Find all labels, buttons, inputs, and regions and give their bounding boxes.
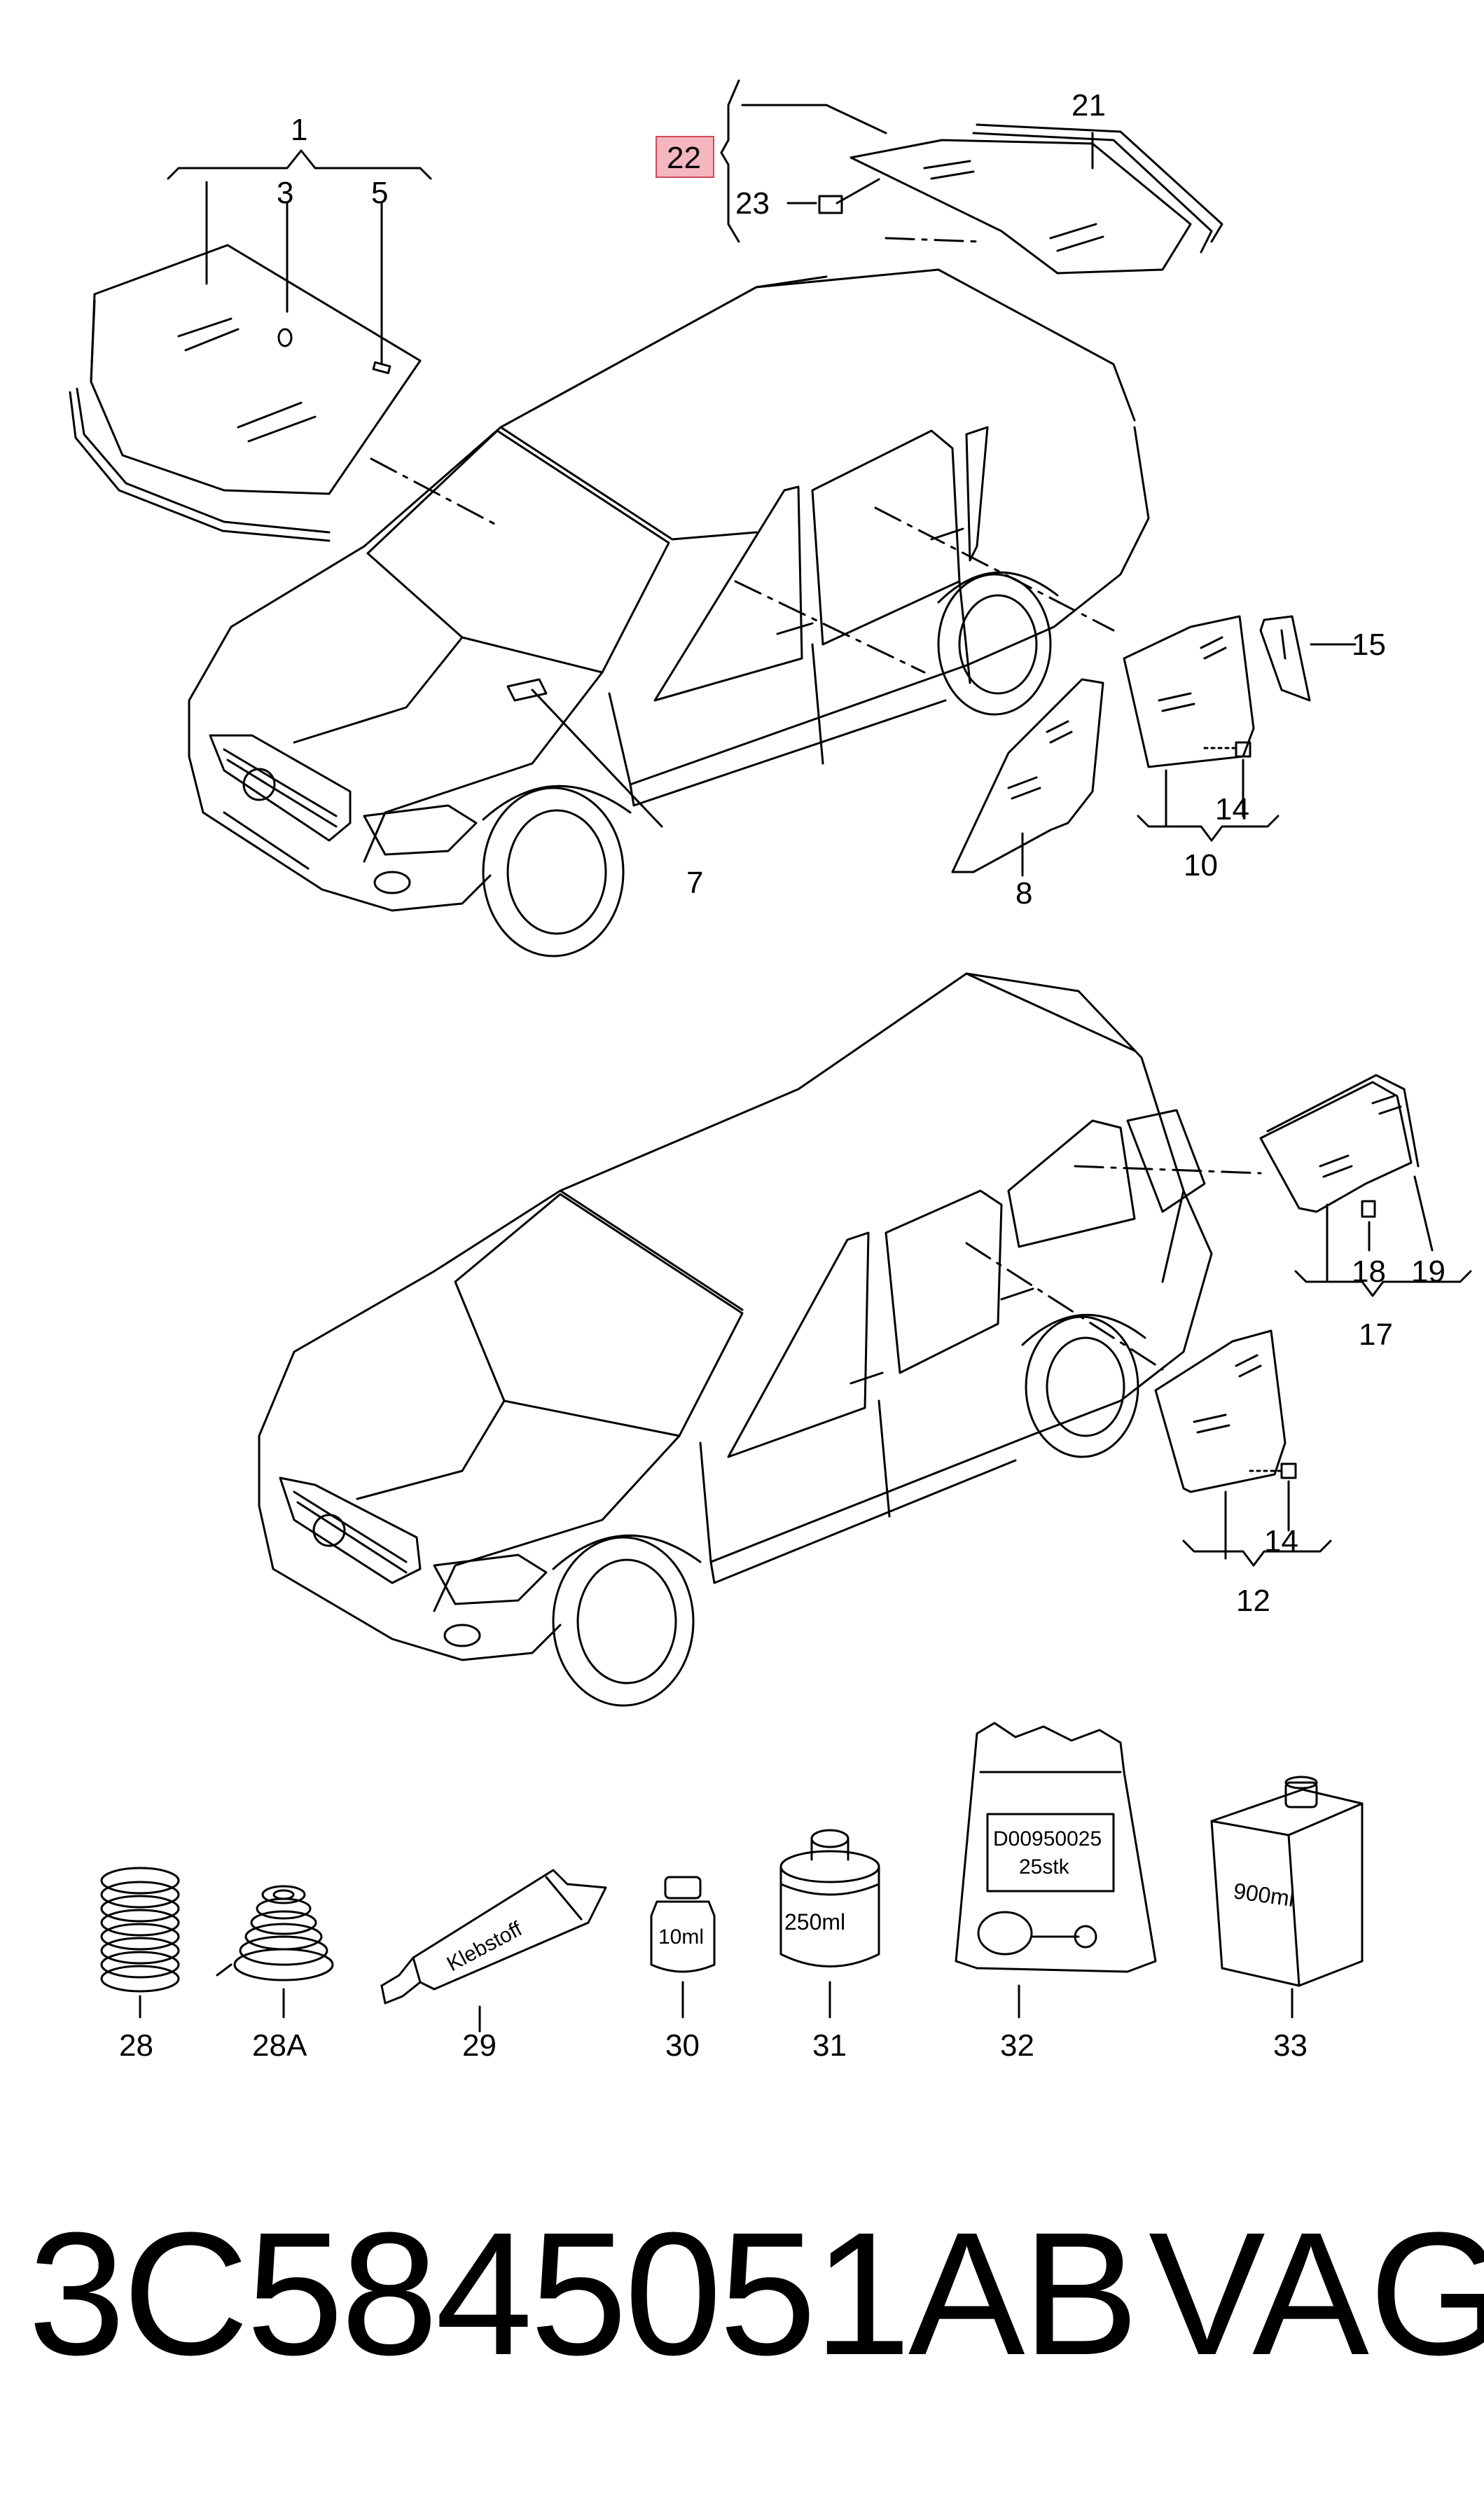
windshield-part [69,244,422,542]
callout-bracket-17 [1294,1270,1472,1297]
sealing-cord-coil-28 [100,1867,180,2019]
cleaner-canister-33 [1210,1776,1364,2019]
callout-18: 18 [1352,1254,1386,1289]
quarter-glass-part [1259,615,1311,702]
bag-code-label: D00950025 [993,1827,1102,1851]
callout-31: 31 [812,2028,847,2063]
rear-door-glass-part [1123,615,1255,768]
part-number: 3C5845051AB [28,2196,1139,2391]
wagon-car-illustration [258,972,1213,1707]
adhesive-tube-29 [380,1869,607,2033]
cleaning-cloths-bag-32 [955,1722,1157,2019]
primer-bottle-30 [650,1876,716,2019]
callout-14a: 14 [1215,792,1249,826]
bottle-small-label: 10ml [658,1925,704,1949]
can-medium-label: 250ml [784,1909,845,1935]
bolt-part [1203,741,1251,758]
front-door-glass-part [951,678,1104,873]
callout-21: 21 [1072,88,1106,123]
callout-bracket-10 [1137,815,1280,842]
sedan-car-illustration [188,268,1150,957]
callout-7: 7 [686,866,703,900]
callout-29: 29 [462,2028,497,2063]
callout-8: 8 [1015,876,1032,911]
callout-30: 30 [665,2028,700,2063]
callout-bracket-12 [1182,1540,1332,1567]
callout-17: 17 [1359,1317,1393,1352]
callout-19: 19 [1411,1254,1445,1289]
rear-quarter-glass-part [1259,1074,1420,1218]
callout-33: 33 [1273,2028,1308,2063]
callout-28: 28 [119,2028,153,2063]
callout-14b: 14 [1264,1524,1298,1558]
callout-28a: 28A [252,2028,307,2063]
sealing-cord-coil-28a [216,1885,334,2019]
activator-can-31 [779,1829,880,2019]
callout-32: 32 [1000,2028,1034,2063]
highlight-box-22 [656,136,714,178]
callout-10: 10 [1184,848,1218,883]
callout-3: 3 [277,176,293,210]
callout-15: 15 [1352,628,1386,662]
callout-bracket-1 [167,149,432,180]
wagon-rear-door-glass-part [1154,1329,1297,1493]
bag-qty-label: 25stk [1019,1855,1070,1879]
rear-window-part [818,123,1223,275]
callout-22: 22 [667,141,701,175]
callout-1: 1 [291,113,307,147]
brand-name: VAG [1149,2196,1484,2391]
callout-12: 12 [1236,1584,1270,1618]
callout-23: 23 [735,186,770,221]
callout-5: 5 [371,176,388,210]
canister-label: 900ml [1232,1878,1296,1911]
callout-bracket-22 [720,79,740,243]
